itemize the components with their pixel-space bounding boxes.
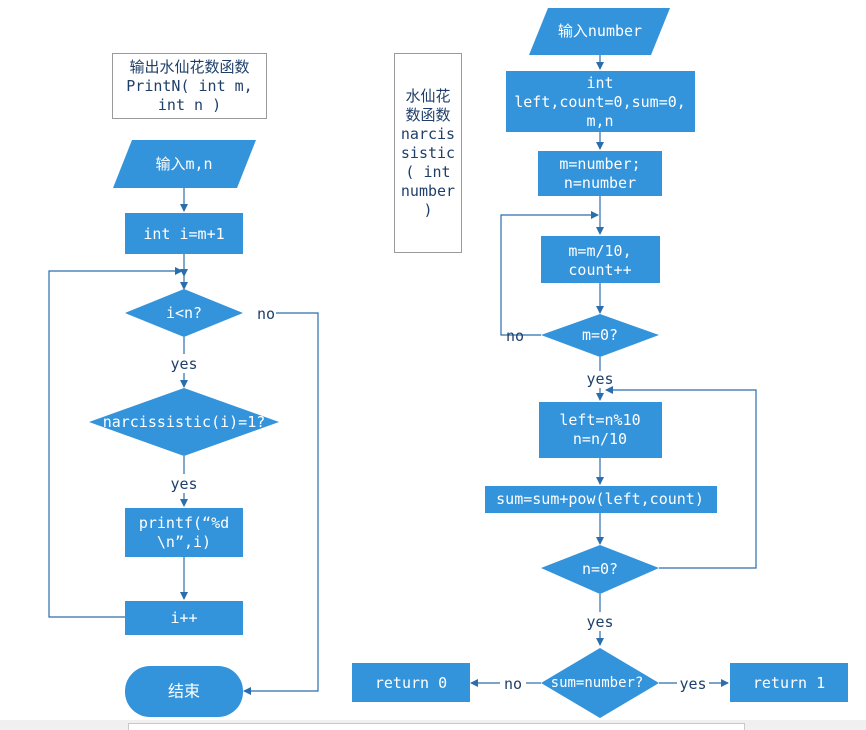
left-end-shape: [125, 666, 243, 717]
left-input-label: 输入m,n: [155, 155, 212, 173]
left-check-shape: [89, 388, 279, 456]
bottom-text-field[interactable]: [128, 723, 745, 730]
narc-note-line4: sistic: [400, 143, 456, 162]
printn-function-note: 输出水仙花数函数 PrintN( int m, int n ): [112, 53, 267, 119]
right-mod-line2: n=n/10: [573, 430, 627, 448]
right-decl-line3: m,n: [586, 112, 613, 130]
right-ret1-shape: [730, 663, 848, 702]
right-shapes: [352, 8, 848, 718]
narc-note-line6: number: [400, 181, 456, 200]
right-cond-m-label: m=0?: [582, 326, 618, 344]
right-decl-shape: [506, 71, 695, 132]
right-assign-line2: n=number: [564, 174, 636, 192]
left-print-label-line1: printf(“%d: [139, 514, 229, 532]
right-assign-line1: m=number;: [559, 155, 640, 173]
right-cond-sum-label: sum=number?: [551, 675, 644, 691]
right-cond-n-shape: [541, 545, 659, 594]
left-connectors: [48, 188, 319, 695]
left-inc-shape: [125, 601, 243, 635]
printn-note-line1: 输出水仙花数函数: [129, 57, 250, 76]
right-yes-m-label: yes: [586, 370, 613, 388]
right-assign-shape: [538, 151, 662, 196]
left-init-label: int i=m+1: [143, 225, 224, 243]
conn-r-m-loop: [500, 211, 599, 336]
right-mod-shape: [539, 402, 662, 458]
narc-note-line7: ): [423, 200, 433, 219]
left-print-shape: [125, 508, 243, 557]
left-print-label-line2: \n”,i): [157, 533, 211, 551]
left-yes1-label: yes: [170, 355, 197, 373]
right-yes-n-label: yes: [586, 613, 613, 631]
right-cond-n-label: n=0?: [582, 560, 618, 578]
right-mod-line1: left=n%10: [559, 411, 640, 429]
right-cond-m-shape: [541, 314, 659, 357]
right-divide-line1: m=m/10,: [568, 242, 631, 260]
right-decl-line2: left,count=0,sum=0,: [514, 93, 686, 111]
right-input-label: 输入number: [558, 22, 642, 40]
right-divide-line2: count++: [568, 261, 631, 279]
left-yes2-label: yes: [170, 475, 197, 493]
printn-note-line2: PrintN( int m,: [126, 76, 253, 95]
right-yes-sum-label: yes: [679, 675, 706, 693]
left-cond-shape: [125, 289, 243, 337]
narcissistic-function-note: 水仙花 数函数 narcis sistic ( int number ): [394, 53, 462, 253]
left-no-label: no: [257, 305, 275, 323]
right-decl-line1: int: [586, 74, 613, 92]
right-no-m-label: no: [506, 327, 524, 345]
conn-loop-back: [48, 267, 183, 618]
left-shapes: [89, 140, 279, 717]
left-input-shape: [113, 140, 256, 188]
right-divide-shape: [541, 236, 660, 283]
right-text: 输入number int left,count=0,sum=0, m,n m=n…: [375, 22, 825, 693]
left-init-shape: [125, 213, 243, 254]
narc-note-line2: 数函数: [405, 105, 451, 124]
conn-r-n-loop: [605, 386, 757, 569]
left-plus-mark: +: [103, 427, 111, 442]
narc-note-line5: ( int: [405, 162, 451, 181]
left-check-label: narcissistic(i)=1?: [103, 413, 266, 431]
left-inc-label: i++: [170, 609, 197, 627]
narc-note-line3: narcis: [400, 124, 456, 143]
left-text: 输入m,n int i=m+1 i<n? yes no narcissistic…: [103, 155, 275, 701]
conn-no-to-end: [243, 312, 319, 695]
narc-note-line1: 水仙花: [405, 86, 451, 105]
right-ret0-shape: [352, 663, 470, 702]
right-sum-label: sum=sum+pow(left,count): [496, 490, 704, 508]
right-connectors: [470, 55, 757, 687]
right-sum-shape: [485, 486, 717, 513]
right-input-shape: [529, 8, 670, 55]
left-cond-label: i<n?: [166, 304, 202, 322]
right-no-sum-label: no: [504, 675, 522, 693]
right-ret1-label: return 1: [753, 674, 825, 692]
right-ret0-label: return 0: [375, 674, 447, 692]
printn-note-line3: int n ): [157, 95, 222, 114]
right-cond-sum-shape: [541, 648, 659, 718]
left-end-label: 结束: [168, 682, 200, 701]
